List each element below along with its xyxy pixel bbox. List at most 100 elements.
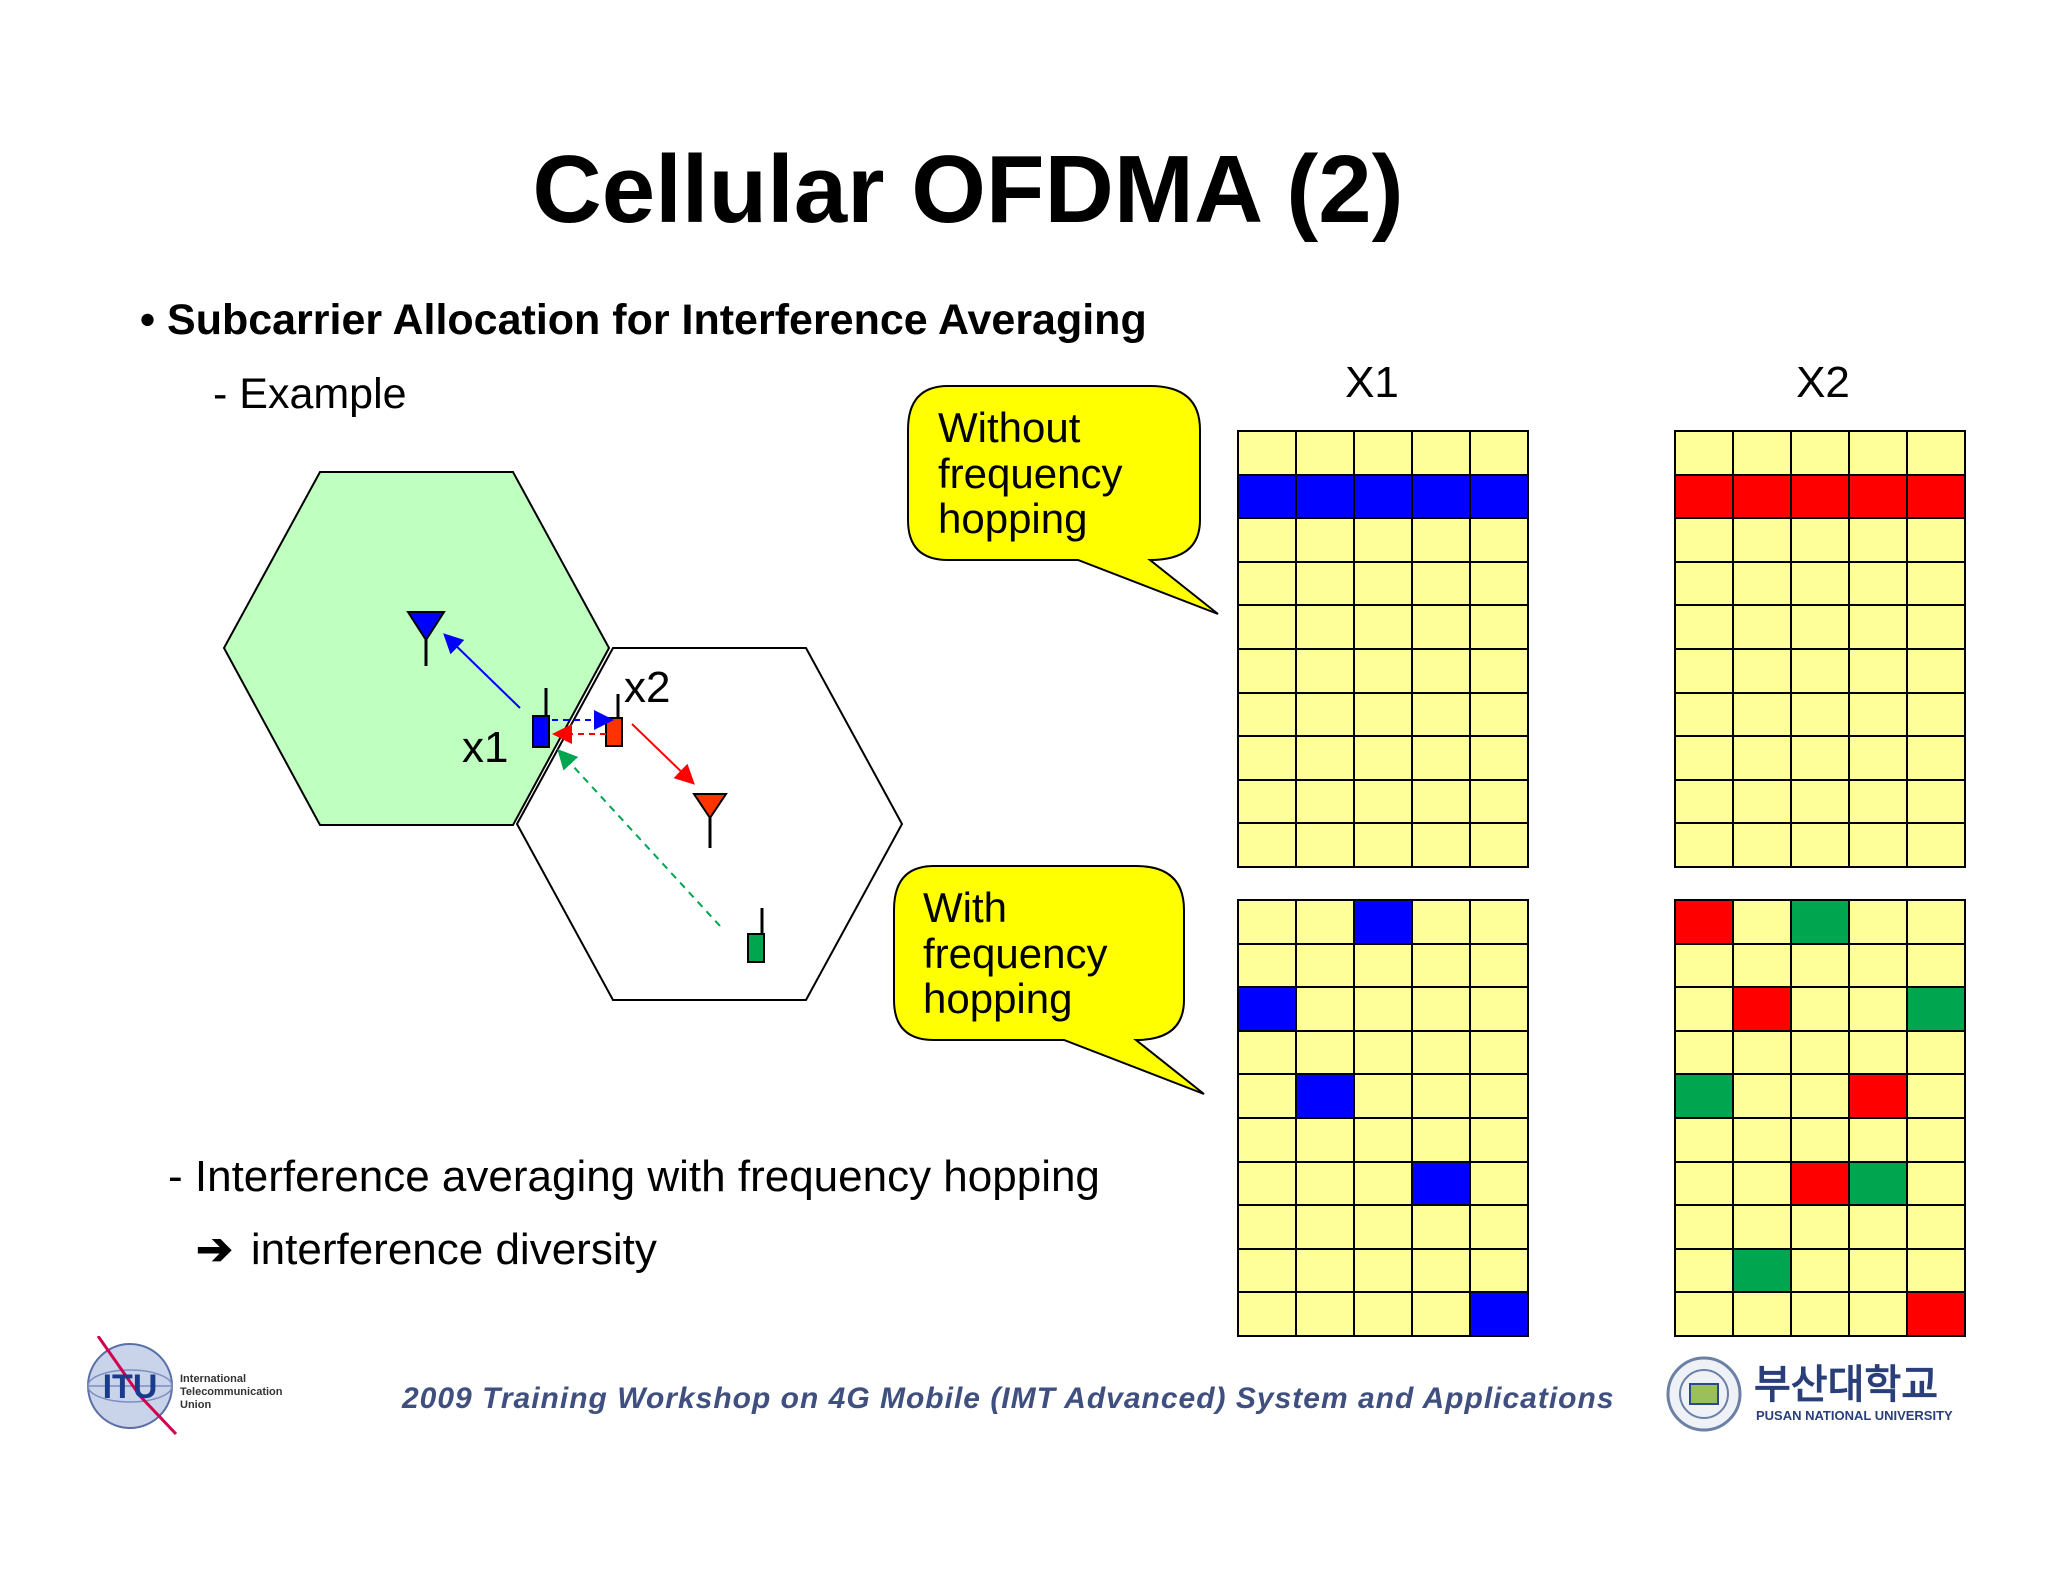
subcarrier-cell bbox=[1239, 1206, 1297, 1250]
subcarrier-cell bbox=[1850, 901, 1908, 945]
subcarrier-cell bbox=[1471, 1075, 1529, 1119]
subcarrier-cell bbox=[1239, 1162, 1297, 1207]
allocated-subcarrier-cell bbox=[1297, 1075, 1355, 1119]
subcarrier-cell bbox=[1676, 1118, 1734, 1163]
subcarrier-cell bbox=[1413, 1249, 1471, 1294]
callout-without-line-1: Without bbox=[938, 404, 1081, 451]
subcarrier-cell bbox=[1908, 693, 1966, 738]
allocated-subcarrier-cell bbox=[1792, 901, 1850, 945]
subcarrier-cell bbox=[1297, 519, 1355, 563]
subcarrier-cell bbox=[1471, 1249, 1529, 1294]
subcarrier-cell bbox=[1676, 1031, 1734, 1076]
subcarrier-cell bbox=[1908, 1206, 1966, 1250]
subcarrier-cell bbox=[1355, 606, 1413, 650]
subcarrier-cell bbox=[1850, 519, 1908, 563]
subcarrier-cell bbox=[1297, 1249, 1355, 1294]
subcarrier-cell bbox=[1792, 606, 1850, 650]
bullet-text: Subcarrier Allocation for Interference A… bbox=[167, 296, 1147, 344]
callout-without-line-3: hopping bbox=[938, 495, 1087, 542]
subcarrier-cell bbox=[1355, 562, 1413, 607]
subcarrier-cell bbox=[1908, 1118, 1966, 1163]
subcarrier-cell bbox=[1734, 780, 1792, 825]
subcarrier-cell bbox=[1908, 432, 1966, 476]
subcarrier-cell bbox=[1471, 1118, 1529, 1163]
subcarrier-cell bbox=[1676, 1249, 1734, 1294]
subcarrier-cell bbox=[1355, 432, 1413, 476]
subcarrier-cell bbox=[1239, 1031, 1297, 1076]
subcarrier-cell bbox=[1355, 1293, 1413, 1337]
subcarrier-cell bbox=[1471, 562, 1529, 607]
subcarrier-cell bbox=[1297, 824, 1355, 868]
subcarrier-cell bbox=[1734, 944, 1792, 989]
allocated-subcarrier-cell bbox=[1355, 901, 1413, 945]
subcarrier-cell bbox=[1413, 432, 1471, 476]
subcarrier-cell bbox=[1676, 737, 1734, 781]
allocated-subcarrier-cell bbox=[1908, 1293, 1966, 1337]
grid-title-x1: X1 bbox=[1345, 358, 1399, 407]
subcarrier-cell bbox=[1676, 988, 1734, 1032]
subcarrier-cell bbox=[1676, 944, 1734, 989]
allocated-subcarrier-cell bbox=[1676, 475, 1734, 520]
subcarrier-cell bbox=[1297, 1293, 1355, 1337]
subcarrier-cell bbox=[1850, 562, 1908, 607]
subcarrier-cell bbox=[1471, 944, 1529, 989]
callout-with-bubble bbox=[893, 865, 1205, 1095]
bullet-heading: • Subcarrier Allocation for Interference… bbox=[140, 296, 1147, 345]
example-label: - Example bbox=[213, 370, 407, 418]
allocated-subcarrier-cell bbox=[1850, 1162, 1908, 1207]
subcarrier-cell bbox=[1413, 562, 1471, 607]
subcarrier-cell bbox=[1908, 649, 1966, 694]
callout-without-bubble bbox=[907, 385, 1219, 615]
subcarrier-cell bbox=[1471, 1031, 1529, 1076]
subcarrier-cell bbox=[1734, 693, 1792, 738]
subcarrier-cell bbox=[1413, 824, 1471, 868]
subcarrier-cell bbox=[1297, 944, 1355, 989]
subcarrier-cell bbox=[1239, 780, 1297, 825]
subcarrier-cell bbox=[1355, 649, 1413, 694]
subcarrier-cell bbox=[1792, 780, 1850, 825]
subcarrier-cell bbox=[1239, 824, 1297, 868]
itu-name-line-3: Union bbox=[180, 1399, 211, 1411]
subcarrier-cell bbox=[1297, 1206, 1355, 1250]
callout-with-line-1: With bbox=[923, 884, 1007, 931]
base-station-1-icon bbox=[406, 611, 446, 666]
subcarrier-cell bbox=[1734, 1293, 1792, 1337]
subcarrier-cell bbox=[1792, 1206, 1850, 1250]
subcarrier-cell bbox=[1413, 944, 1471, 989]
allocated-subcarrier-cell bbox=[1676, 901, 1734, 945]
subcarrier-cell bbox=[1908, 1031, 1966, 1076]
subcarrier-cell bbox=[1355, 780, 1413, 825]
subcarrier-cell bbox=[1908, 901, 1966, 945]
itu-name-line-2: Telecommunication bbox=[180, 1386, 283, 1398]
subcarrier-cell bbox=[1413, 649, 1471, 694]
allocated-subcarrier-cell bbox=[1734, 1249, 1792, 1294]
allocated-subcarrier-cell bbox=[1471, 1293, 1529, 1337]
subcarrier-cell bbox=[1734, 519, 1792, 563]
itu-logo-text: ITU bbox=[103, 1368, 158, 1406]
subcarrier-cell bbox=[1413, 1031, 1471, 1076]
subcarrier-cell bbox=[1471, 1162, 1529, 1207]
subcarrier-cell bbox=[1355, 824, 1413, 868]
allocated-subcarrier-cell bbox=[1413, 475, 1471, 520]
callout-with-line-3: hopping bbox=[923, 975, 1072, 1022]
subcarrier-cell bbox=[1908, 606, 1966, 650]
subcarrier-cell bbox=[1850, 780, 1908, 825]
allocated-subcarrier-cell bbox=[1239, 988, 1297, 1032]
grid-title-x2: X2 bbox=[1796, 358, 1850, 407]
allocated-subcarrier-cell bbox=[1676, 1075, 1734, 1119]
subcarrier-cell bbox=[1297, 1162, 1355, 1207]
note-diversity-text: interference diversity bbox=[250, 1225, 657, 1274]
subcarrier-cell bbox=[1734, 1075, 1792, 1119]
subcarrier-cell bbox=[1413, 693, 1471, 738]
subcarrier-cell bbox=[1471, 1206, 1529, 1250]
allocated-subcarrier-cell bbox=[1355, 475, 1413, 520]
subcarrier-cell bbox=[1239, 649, 1297, 694]
subcarrier-cell bbox=[1355, 944, 1413, 989]
subcarrier-cell bbox=[1676, 606, 1734, 650]
subcarrier-cell bbox=[1850, 944, 1908, 989]
subcarrier-cell bbox=[1734, 432, 1792, 476]
subcarrier-cell bbox=[1792, 737, 1850, 781]
subcarrier-cell bbox=[1413, 1293, 1471, 1337]
subcarrier-cell bbox=[1239, 562, 1297, 607]
callout-without-text: Without frequency hopping bbox=[938, 404, 1134, 542]
